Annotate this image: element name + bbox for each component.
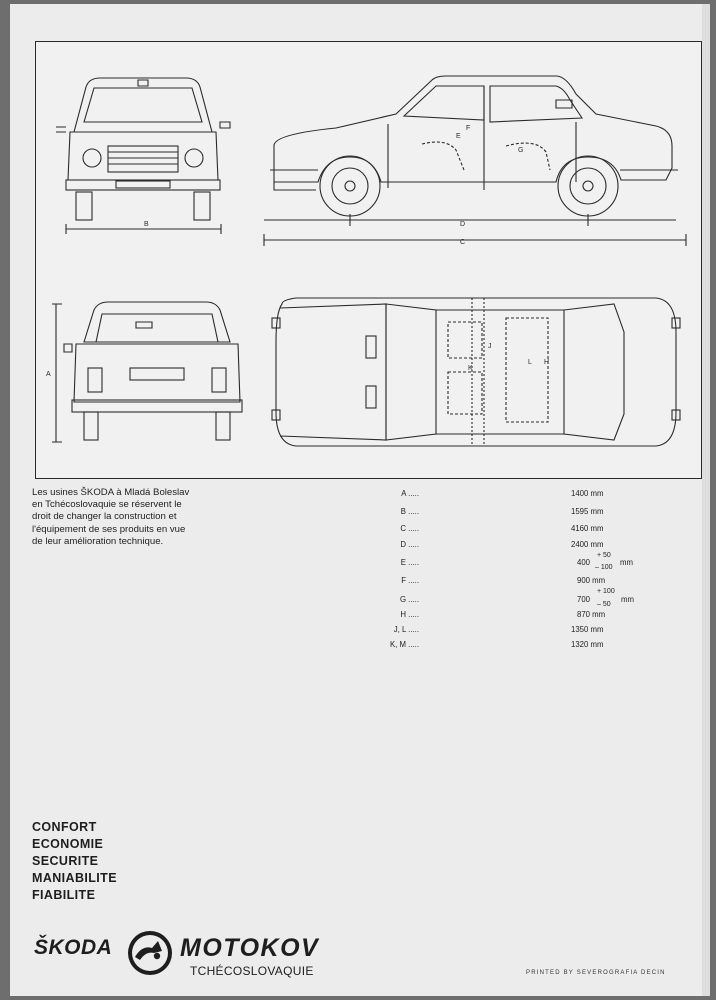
technical-drawing-frame: B D C A F G E H K L J (35, 41, 702, 479)
feature-item: MANIABILITE (32, 871, 117, 885)
dimension-label: E ..... (400, 558, 419, 567)
dimension-label: F ..... (401, 576, 419, 585)
dimension-label: D ..... (400, 540, 419, 549)
dimension-unit: mm (620, 558, 633, 567)
dim-label-l: L (528, 359, 532, 366)
front-view-drawing (56, 77, 231, 234)
car-technical-drawings: B D C A F G E H K L J (46, 75, 687, 447)
disclaimer-line: de leur amélioration technique. (32, 535, 164, 547)
dim-label-h: H (544, 359, 549, 366)
feature-item: CONFORT (32, 820, 97, 834)
dimension-value: 400 (577, 558, 591, 567)
feature-item: ECONOMIE (32, 837, 104, 851)
brochure-page: B D C A F G E H K L J Les usines ŠKODA à… (10, 4, 710, 996)
brand-footer: ŠKODA MOTOKOV TCHÉCOSLOVAQUIE (32, 929, 432, 989)
dimension-label: B ..... (400, 507, 419, 516)
dimension-label: J, L ..... (393, 625, 419, 634)
dim-label-g: G (518, 147, 523, 154)
disclaimer-line: droit de changer la construction et (32, 511, 177, 523)
feature-item: FIABILITE (32, 888, 96, 902)
rear-view-drawing (52, 301, 243, 443)
feature-list: CONFORT ECONOMIE SECURITE MANIABILITE FI… (32, 819, 117, 904)
dimension-value: 700 (577, 595, 591, 604)
dimension-label: C ..... (400, 524, 419, 533)
dim-label-a: A (46, 371, 51, 378)
tolerance-plus: + 50 (597, 552, 611, 559)
feature-item: SECURITE (32, 854, 99, 868)
disclaimer-line: l'équipement de ses produits en vue (32, 523, 186, 535)
dimension-value: 1400 mm (571, 489, 604, 498)
disclaimer-text: Les usines ŠKODA à Mladá Boleslav en Tch… (32, 487, 282, 548)
dim-label-c: C (460, 239, 465, 246)
disclaimer-line: Les usines ŠKODA à Mladá Boleslav (32, 487, 190, 498)
dimension-label: A ..... (401, 489, 419, 498)
dim-label-e: E (456, 133, 461, 140)
tolerance-minus: – 50 (597, 601, 611, 608)
dimension-value: 1350 mm (571, 625, 604, 634)
dimension-value: 4160 mm (571, 524, 604, 533)
country-label: TCHÉCOSLOVAQUIE (190, 964, 314, 978)
dimension-value: 870 mm (577, 610, 606, 619)
skoda-arrow-logo-icon (128, 931, 172, 975)
dimension-label: K, M ..... (389, 640, 419, 649)
dim-label-b: B (144, 221, 149, 228)
dim-label-f: F (466, 125, 470, 132)
top-view-drawing (271, 297, 681, 447)
dimension-unit: mm (621, 595, 634, 604)
dim-label-k: K (468, 365, 473, 372)
side-view-drawing (263, 75, 687, 246)
dimension-label: G ..... (399, 595, 419, 604)
dim-label-d: D (460, 221, 465, 228)
dimension-value: 1320 mm (571, 640, 604, 649)
tolerance-plus: + 100 (597, 588, 615, 595)
skoda-wordmark: ŠKODA (34, 936, 113, 959)
disclaimer-line: en Tchécoslovaquie se réservent le (32, 499, 182, 511)
motokov-wordmark: MOTOKOV (180, 934, 320, 962)
dimension-value: 1595 mm (571, 507, 604, 516)
dimension-label: H ..... (400, 610, 419, 619)
printer-credit: PRINTED BY SEVEROGRAFIA DECIN (526, 970, 666, 976)
tolerance-minus: – 100 (595, 564, 613, 571)
dimension-value: 900 mm (577, 576, 606, 585)
dim-label-j: J (488, 343, 492, 350)
dimension-value: 2400 mm (571, 540, 604, 549)
